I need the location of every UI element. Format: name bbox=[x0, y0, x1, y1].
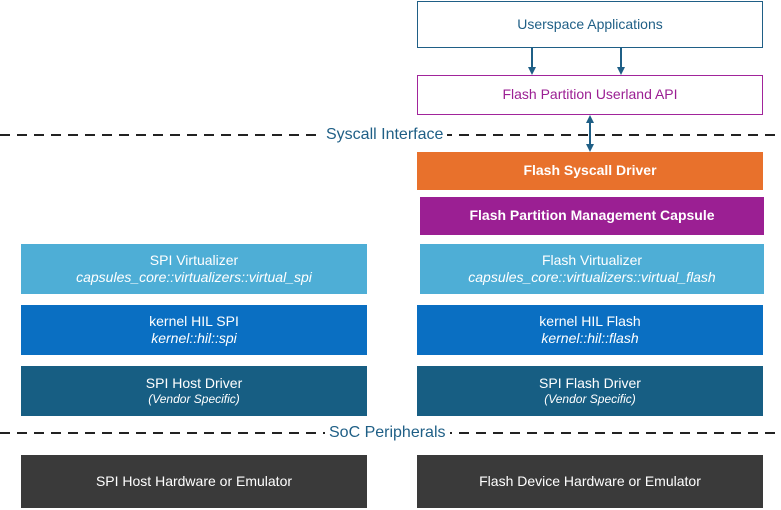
syscall-interface-label: Syscall Interface bbox=[322, 126, 448, 144]
spi-host-hardware-label: SPI Host Hardware or Emulator bbox=[95, 472, 293, 489]
soc-peripherals-label: SoC Peripherals bbox=[325, 424, 450, 442]
flash-device-hardware-label: Flash Device Hardware or Emulator bbox=[479, 472, 701, 489]
flash-partition-userland-api-box: Flash Partition Userland API bbox=[417, 75, 763, 115]
userspace-applications-label: Userspace Applications bbox=[517, 15, 663, 32]
userspace-applications-box: Userspace Applications bbox=[417, 1, 763, 48]
kernel-hil-spi-box: kernel HIL SPI kernel::hil::spi bbox=[21, 305, 367, 355]
flash-virtualizer-title: Flash Virtualizer bbox=[541, 251, 643, 268]
spi-flash-driver-box: SPI Flash Driver (Vendor Specific) bbox=[417, 366, 763, 416]
spi-virtualizer-path: capsules_core::virtualizers::virtual_spi bbox=[76, 269, 312, 285]
userland-api-label: Flash Partition Userland API bbox=[502, 86, 678, 103]
flash-device-hardware-box: Flash Device Hardware or Emulator bbox=[417, 455, 763, 508]
spi-host-driver-title: SPI Host Driver bbox=[145, 374, 243, 391]
partition-capsule-label: Flash Partition Management Capsule bbox=[469, 207, 715, 224]
hil-spi-title: kernel HIL SPI bbox=[149, 312, 239, 329]
flash-virtualizer-box: Flash Virtualizer capsules_core::virtual… bbox=[420, 244, 764, 294]
spi-virtualizer-title: SPI Virtualizer bbox=[149, 251, 239, 268]
hil-flash-path: kernel::hil::flash bbox=[541, 330, 639, 346]
flash-virtualizer-path: capsules_core::virtualizers::virtual_fla… bbox=[468, 269, 716, 285]
syscall-driver-label: Flash Syscall Driver bbox=[523, 162, 657, 179]
spi-host-driver-vendor: (Vendor Specific) bbox=[148, 392, 240, 407]
spi-flash-driver-vendor: (Vendor Specific) bbox=[544, 392, 636, 407]
kernel-hil-flash-box: kernel HIL Flash kernel::hil::flash bbox=[417, 305, 763, 355]
spi-host-hardware-box: SPI Host Hardware or Emulator bbox=[21, 455, 367, 508]
spi-host-driver-box: SPI Host Driver (Vendor Specific) bbox=[21, 366, 367, 416]
hil-flash-title: kernel HIL Flash bbox=[539, 312, 641, 329]
flash-partition-capsule-box: Flash Partition Management Capsule bbox=[420, 197, 764, 235]
spi-flash-driver-title: SPI Flash Driver bbox=[539, 374, 641, 391]
hil-spi-path: kernel::hil::spi bbox=[151, 330, 237, 346]
spi-virtualizer-box: SPI Virtualizer capsules_core::virtualiz… bbox=[21, 244, 367, 294]
flash-syscall-driver-box: Flash Syscall Driver bbox=[417, 152, 763, 190]
